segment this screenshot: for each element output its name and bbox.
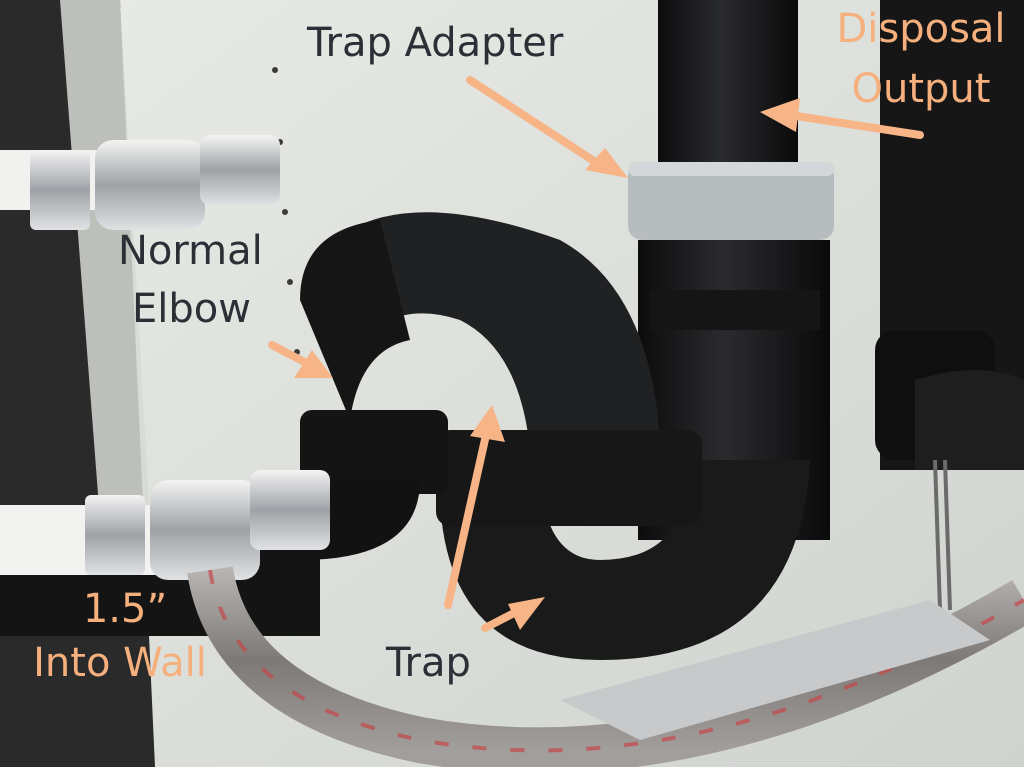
garbage-disposal <box>875 0 1024 611</box>
label-wall-line2: Into Wall <box>33 640 207 686</box>
metal-rail <box>560 600 990 740</box>
shutoff-valve-lower <box>85 470 330 580</box>
arrow-trap-adapter <box>466 76 604 169</box>
trap-slip-nut <box>436 430 702 526</box>
shutoff-valve-upper <box>30 135 280 230</box>
label-trap: Trap <box>386 640 471 686</box>
disposal-output-pipe <box>658 0 798 180</box>
normal-elbow-large <box>350 212 660 450</box>
label-wall-line1: 1.5” <box>82 586 168 632</box>
label-normal-elbow-line2: Elbow <box>132 286 251 332</box>
elbow-slip-nut <box>300 410 448 494</box>
slip-nut-gray <box>628 162 834 240</box>
arrow-normal-elbow <box>268 341 314 369</box>
label-normal-elbow-line1: Normal <box>118 228 263 274</box>
label-disposal-output-line1: Disposal <box>836 6 1006 52</box>
arrow-disposal-output <box>786 111 924 139</box>
arrow-trap-up <box>444 431 490 609</box>
label-disposal-output-line2: Output <box>851 66 991 112</box>
annotation-arrows <box>268 76 924 632</box>
label-trap-adapter: Trap Adapter <box>307 20 564 66</box>
